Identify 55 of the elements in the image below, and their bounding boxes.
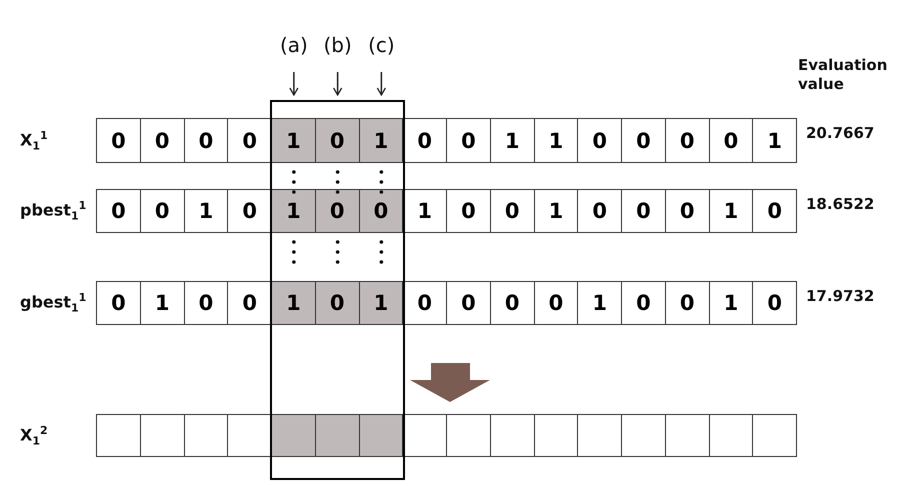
bit-cell: 0 [621,189,666,233]
bit-cell: 0 [664,281,710,325]
bit-cell: 0 [708,118,754,163]
bit-cell: 1 [534,118,578,163]
bit-cell: 0 [446,189,491,233]
bit-cell: 0 [140,118,184,163]
bit-cell: 0 [358,189,404,233]
bit-cell: 0 [227,118,272,163]
bit-cell: 0 [446,281,491,325]
bit-cell: 0 [752,281,797,325]
bit-cell: 1 [184,189,228,233]
bit-cell: 1 [402,189,447,233]
bit-cell: 1 [140,281,184,325]
column-label: (b) [322,33,353,57]
column-header: Evaluation value [798,56,888,94]
bit-cell: 0 [227,281,272,325]
bit-cell: 0 [314,281,360,325]
bit-cell: 0 [490,281,534,325]
bit-cell: 1 [577,281,622,325]
bit-cell: 0 [314,189,360,233]
bit-cell: 0 [577,118,622,163]
bit-cell: 0 [402,281,447,325]
evaluation-value: 17.9732 [806,287,874,305]
bit-cell: 0 [96,281,141,325]
bit-cell: 1 [752,118,797,163]
bit-cell: 0 [227,189,272,233]
bit-cell: 1 [271,189,316,233]
bit-cell: 0 [96,118,141,163]
bit-cell: 0 [621,118,666,163]
bit-cell: 1 [358,118,404,163]
bit-cell: 1 [271,118,316,163]
column-label: (c) [367,33,396,57]
bit-cell: 1 [271,281,316,325]
bit-cell: 0 [664,118,710,163]
bit-cell: 0 [664,189,710,233]
bit-cell: 1 [534,189,578,233]
bit-cell: 0 [577,189,622,233]
bit-cell: 0 [184,118,228,163]
bit-cell: 1 [708,189,754,233]
bit-cell: 0 [140,189,184,233]
bit-cell: 0 [490,189,534,233]
evaluation-value: 20.7667 [806,124,874,142]
bit-cell: 1 [490,118,534,163]
bit-cell: 0 [621,281,666,325]
bit-cell: 0 [534,281,578,325]
bit-cell: 0 [402,118,447,163]
bit-cell: 1 [358,281,404,325]
column-label: (a) [278,33,309,57]
evaluation-value: 18.6522 [806,195,874,213]
bit-cell: 0 [314,118,360,163]
bit-cell: 0 [446,118,491,163]
bit-cell: 0 [752,189,797,233]
bit-cell: 0 [184,281,228,325]
bit-cell: 0 [96,189,141,233]
bit-cell: 1 [708,281,754,325]
